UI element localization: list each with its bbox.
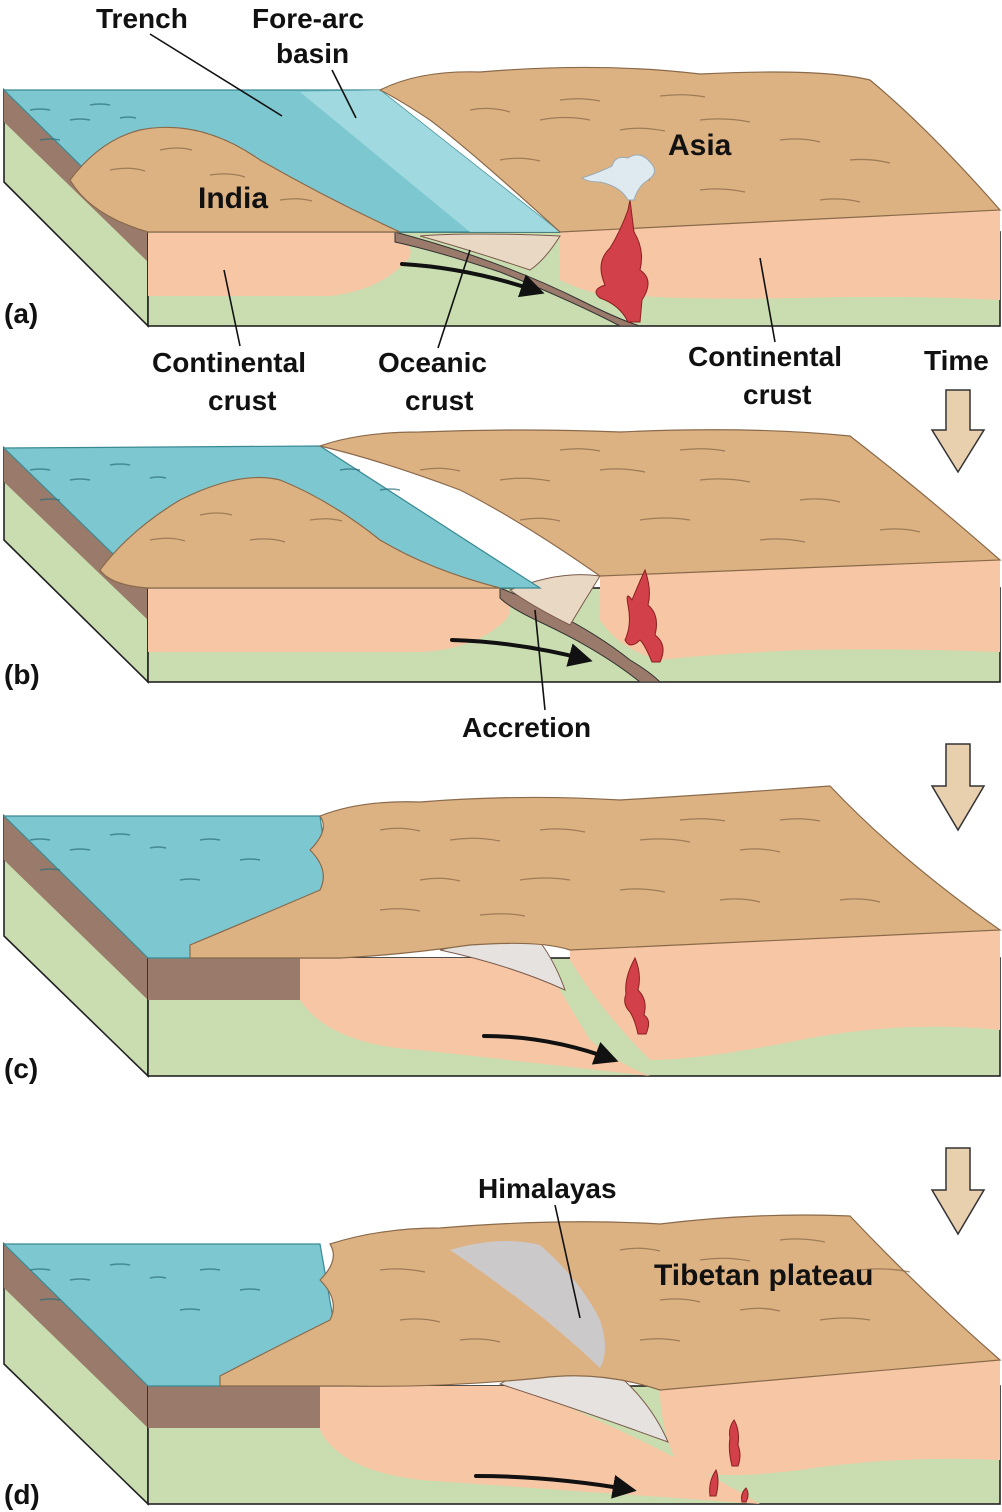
- panel-b-oceanic-slab: [499, 587, 662, 683]
- panel-d-land-texture: [379, 1238, 911, 1343]
- panel-a-ocean-texture: [29, 103, 137, 141]
- label-trench: Trench: [96, 3, 188, 34]
- panel-b-ocean-texture: [29, 463, 401, 501]
- panel-b-asia-top: [317, 429, 1002, 577]
- panel-a-subduction-arrow: [400, 262, 545, 298]
- label-continental-crust-left-line1: Continental: [152, 347, 306, 378]
- panel-b-label: (b): [4, 659, 40, 690]
- time-arrow-3: [930, 1147, 986, 1236]
- panel-b-asia-texture: [419, 448, 921, 543]
- panel-c-magma: [624, 956, 650, 1035]
- panel-b-india-top: [99, 476, 501, 589]
- time-arrow-2: [930, 743, 986, 832]
- panel-d-himalaya-snow: [450, 1241, 605, 1368]
- panel-b-subduction-arrow: [450, 638, 593, 667]
- panel-a-oceanic-slab: [394, 231, 641, 327]
- label-continental-crust-right-line2: crust: [743, 379, 811, 410]
- label-oceanic-crust-line1: Oceanic: [378, 347, 487, 378]
- panel-a-front-crust-right: [560, 210, 1000, 300]
- label-time: Time: [924, 345, 989, 376]
- panel-a-india-top: [69, 126, 401, 233]
- panel-a-magma: [595, 199, 649, 323]
- label-continental-crust-left-line2: crust: [208, 385, 276, 416]
- panel-a-asia-top: [378, 66, 1002, 233]
- panel-c-side-brown: [4, 816, 148, 1000]
- panel-b: (b) Accretion: [2, 429, 1002, 743]
- panel-b-front-crust: [148, 588, 510, 652]
- leader-continental-crust-left: [223, 269, 241, 347]
- panel-c: (c): [2, 785, 1002, 1084]
- panel-a: (a) Trench Fore-arc basin Asia India Con…: [2, 3, 1002, 416]
- panel-a-label: (a): [4, 298, 38, 329]
- leader-continental-crust-right: [759, 257, 776, 343]
- panel-a-front-crust: [148, 232, 411, 296]
- panel-d-subduction-arrow: [474, 1474, 637, 1499]
- panel-d-label: (d): [4, 1479, 40, 1510]
- panel-b-front-crust-right: [600, 560, 1000, 660]
- panel-d-front-brown: [148, 1386, 328, 1428]
- label-continental-crust-right-line1: Continental: [688, 341, 842, 372]
- label-tibetan-plateau: Tibetan plateau: [654, 1259, 874, 1292]
- leader-trench: [149, 33, 283, 117]
- leader-himalayas: [554, 1204, 581, 1319]
- panel-c-land-texture: [379, 818, 881, 917]
- label-asia: Asia: [668, 129, 732, 162]
- leader-fore-arc: [331, 69, 357, 119]
- leader-accretion: [534, 609, 546, 711]
- panel-c-front-brown: [148, 958, 308, 1000]
- panel-d-magma: [709, 1419, 749, 1503]
- panel-a-volcanic-plume: [580, 154, 655, 201]
- label-oceanic-crust-line2: crust: [405, 385, 473, 416]
- label-accretion: Accretion: [462, 712, 591, 743]
- panel-c-ocean-texture: [29, 833, 261, 881]
- panel-a-forearc-light: [300, 90, 560, 232]
- panel-d: (d) Himalayas Tibetan plateau: [2, 1173, 1002, 1510]
- panel-d-front-crust: [320, 1386, 760, 1504]
- label-india: India: [198, 182, 268, 215]
- time-arrow-1: [930, 389, 986, 474]
- time-arrows: [930, 389, 986, 1236]
- label-fore-arc-line2: basin: [276, 38, 349, 69]
- panel-c-label: (c): [4, 1053, 38, 1084]
- panel-d-ocean-texture: [29, 1263, 261, 1311]
- panel-b-india-texture: [149, 512, 343, 543]
- label-fore-arc-line1: Fore-arc: [252, 3, 364, 34]
- panel-d-land-top: [219, 1214, 1002, 1391]
- panel-d-front-crust-right: [660, 1360, 1000, 1475]
- leader-oceanic-crust: [437, 249, 471, 349]
- panel-a-india-texture: [109, 147, 313, 202]
- panel-c-subduction-arrow: [482, 1034, 619, 1065]
- panel-c-front-crust-right: [570, 930, 1000, 1060]
- label-himalayas: Himalayas: [478, 1173, 617, 1204]
- panel-d-side-brown: [4, 1244, 148, 1428]
- panel-b-magma: [624, 568, 664, 663]
- panel-a-asia-texture: [469, 94, 891, 203]
